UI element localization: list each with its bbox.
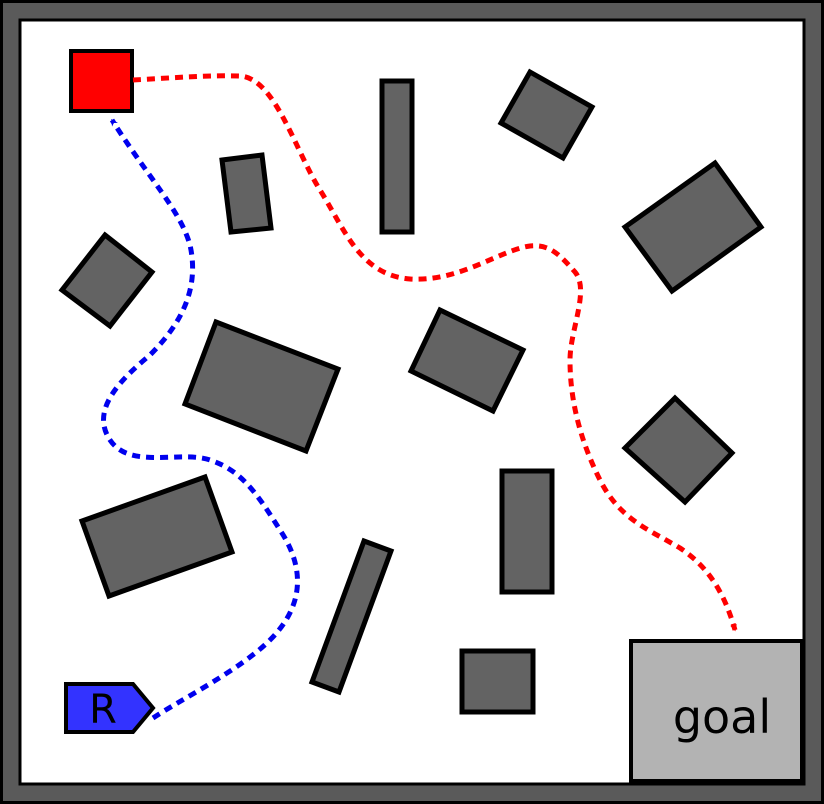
obstacle: [621, 159, 765, 295]
path-robot-to-block: [101, 118, 300, 721]
obstacle: [459, 648, 536, 715]
target-block: [69, 49, 134, 113]
obstacle: [219, 152, 274, 235]
goal-label: goal: [673, 690, 771, 744]
goal-box: [629, 639, 804, 783]
robot-label: R: [89, 687, 117, 733]
goal-region: goal: [629, 639, 804, 783]
obstacles: [58, 68, 765, 715]
obstacle: [181, 318, 342, 455]
robot: R: [64, 682, 156, 734]
obstacle: [58, 231, 156, 330]
path-block-to-goal: [132, 73, 738, 632]
obstacle: [379, 78, 415, 235]
obstacle: [308, 537, 395, 696]
obstacle: [78, 473, 236, 600]
obstacle: [499, 468, 555, 595]
obstacle: [621, 394, 736, 506]
obstacle: [407, 306, 527, 415]
obstacle: [497, 68, 596, 162]
robot-body: [64, 682, 156, 734]
